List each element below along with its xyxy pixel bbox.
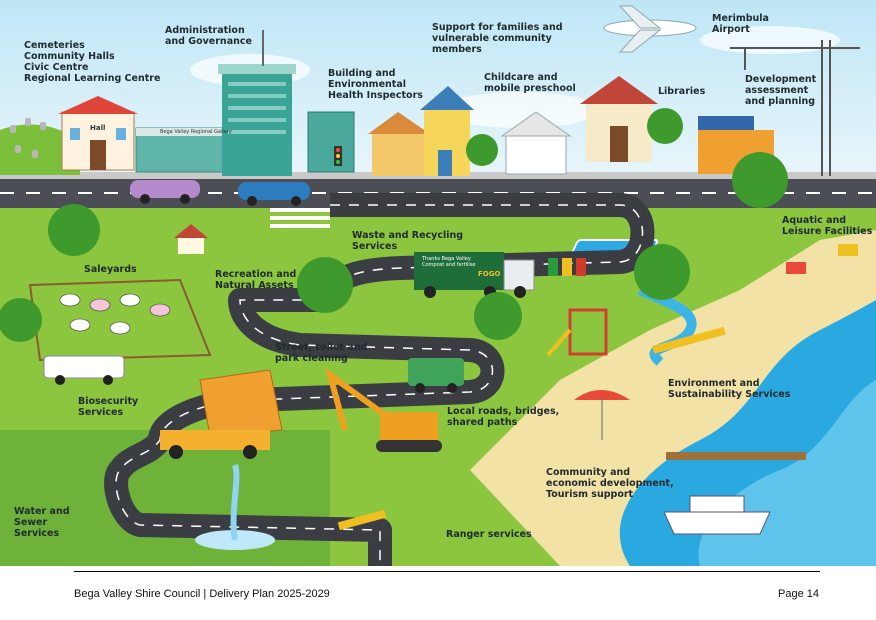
civic-centre	[307, 111, 355, 173]
illustration-svg	[0, 0, 876, 566]
beach-umbrella	[574, 390, 630, 440]
cemetery-hill	[0, 124, 80, 175]
label-administration: Administration and Governance	[165, 25, 252, 47]
beach-flags	[786, 244, 858, 274]
library	[580, 76, 658, 162]
ute	[43, 355, 125, 385]
truck-sign: Thanks Bega Valley Compost and fertilise	[422, 256, 476, 268]
label-recreation: Recreation and Natural Assets	[215, 269, 297, 291]
tip-truck	[160, 369, 283, 459]
truck-logo: FOGO	[478, 270, 501, 278]
label-ranger: Ranger services	[446, 529, 532, 540]
garbage-truck	[414, 252, 535, 298]
label-environment: Environment and Sustainability Services	[668, 378, 791, 400]
family-house	[420, 86, 474, 176]
label-water: Water and Sewer Services	[14, 506, 70, 539]
playground	[546, 308, 608, 357]
label-community: Community and economic development, Tour…	[546, 467, 674, 500]
label-development: Development assessment and planning	[745, 74, 817, 107]
label-roads: Local roads, bridges, shared paths	[447, 406, 560, 428]
gravestones	[10, 118, 46, 158]
bins	[548, 258, 586, 276]
regional-gallery	[135, 127, 227, 173]
cafe-building	[368, 112, 430, 176]
preschool	[500, 111, 572, 175]
label-street: Street, toilet and park cleaning	[275, 342, 368, 364]
crosswalk	[270, 208, 330, 228]
label-building: Building and Environmental Health Inspec…	[328, 68, 423, 101]
excavator	[324, 367, 442, 452]
blue-car	[238, 182, 310, 206]
water-fountain	[195, 464, 275, 550]
street-sweeper	[408, 358, 464, 393]
purple-car	[130, 180, 200, 204]
admin-building	[218, 30, 296, 176]
trees	[0, 108, 788, 342]
airplane	[603, 5, 697, 53]
traffic-light	[334, 146, 342, 166]
label-waste: Waste and Recycling Services	[352, 230, 464, 252]
jetty	[666, 452, 806, 460]
label-libraries: Libraries	[658, 86, 706, 97]
label-airport: Merimbula Airport	[712, 13, 769, 35]
council-services-illustration: Cemeteries Community Halls Civic Centre …	[0, 0, 876, 566]
label-saleyards: Saleyards	[84, 264, 137, 275]
label-cemeteries: Cemeteries Community Halls Civic Centre …	[24, 40, 161, 84]
footer-document-title: Bega Valley Shire Council | Delivery Pla…	[74, 588, 330, 600]
label-support: Support for families and vulnerable comm…	[432, 22, 563, 55]
shed	[174, 224, 208, 254]
cruise-ship	[663, 495, 771, 535]
construction-crane	[730, 40, 860, 176]
footer-rule	[74, 571, 820, 572]
cattle	[59, 293, 171, 335]
saleyard-fence	[28, 278, 212, 362]
hall-sign: Hall	[90, 124, 106, 132]
cloud	[440, 92, 600, 128]
gallery-sign: Bega Valley Regional Gallery	[160, 129, 232, 135]
label-aquatic: Aquatic and Leisure Facilities	[782, 215, 873, 237]
community-hall	[58, 96, 138, 171]
label-biosecurity: Biosecurity Services	[78, 396, 139, 418]
label-childcare: Childcare and mobile preschool	[484, 72, 576, 94]
footer-page-number: Page 14	[778, 588, 819, 600]
road-barrier	[337, 509, 387, 531]
road-barrier	[652, 326, 726, 354]
